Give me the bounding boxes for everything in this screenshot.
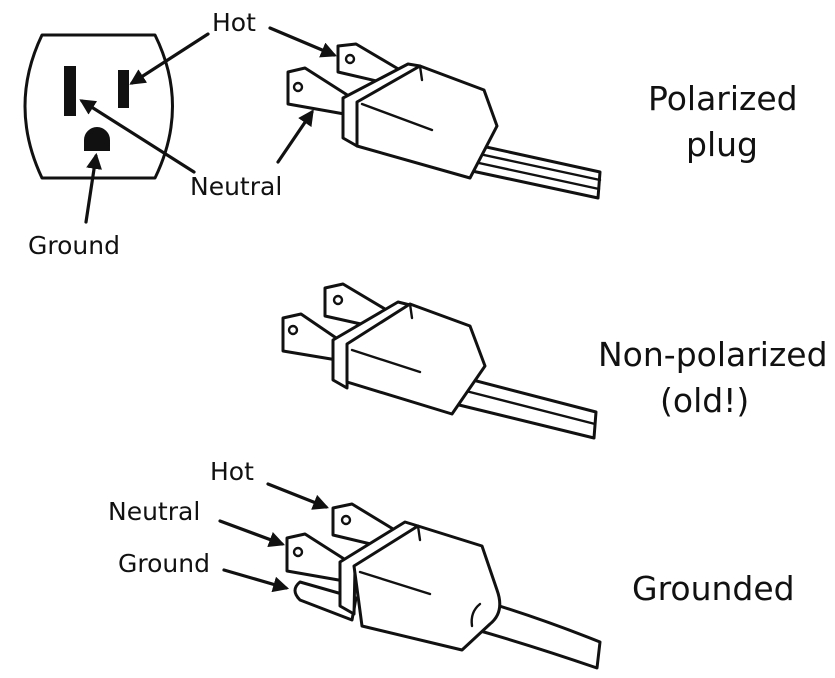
outlet-hot-label: Hot [212, 8, 256, 37]
outlet-neutral-slot [64, 66, 76, 116]
polarized-plug [286, 42, 602, 200]
grounded-hot-label: Hot [210, 457, 254, 486]
non-polarized-title-line2: (old!) [660, 381, 749, 420]
outlet-neutral-label: Neutral [190, 172, 282, 201]
grounded-title: Grounded [632, 569, 795, 608]
plug1-hot-arrow [268, 26, 337, 58]
outlet-hot-arrow [129, 32, 210, 85]
grounded-neutral-label: Neutral [108, 497, 200, 526]
grounded-ground-arrow [222, 568, 290, 593]
polarized-title-line1: Polarized [648, 79, 798, 118]
outlet-hot-slot [118, 70, 129, 108]
plug1-neutral-arrow [276, 109, 314, 164]
non-polarized-title-line1: Non-polarized [598, 335, 828, 374]
grounded-neutral-arrow [218, 519, 286, 548]
outlet-ground-label: Ground [28, 231, 120, 260]
grounded-ground-label: Ground [118, 549, 210, 578]
non-polarized-plug [281, 282, 598, 440]
grounded-plug [285, 502, 602, 670]
polarized-title-line2: plug [686, 125, 758, 164]
outlet [23, 33, 174, 180]
grounded-hot-arrow [266, 482, 329, 510]
outlet-ground-arrow [84, 152, 102, 224]
outlet-neutral-arrow [79, 99, 196, 174]
outlet-ground-hole [84, 127, 110, 151]
